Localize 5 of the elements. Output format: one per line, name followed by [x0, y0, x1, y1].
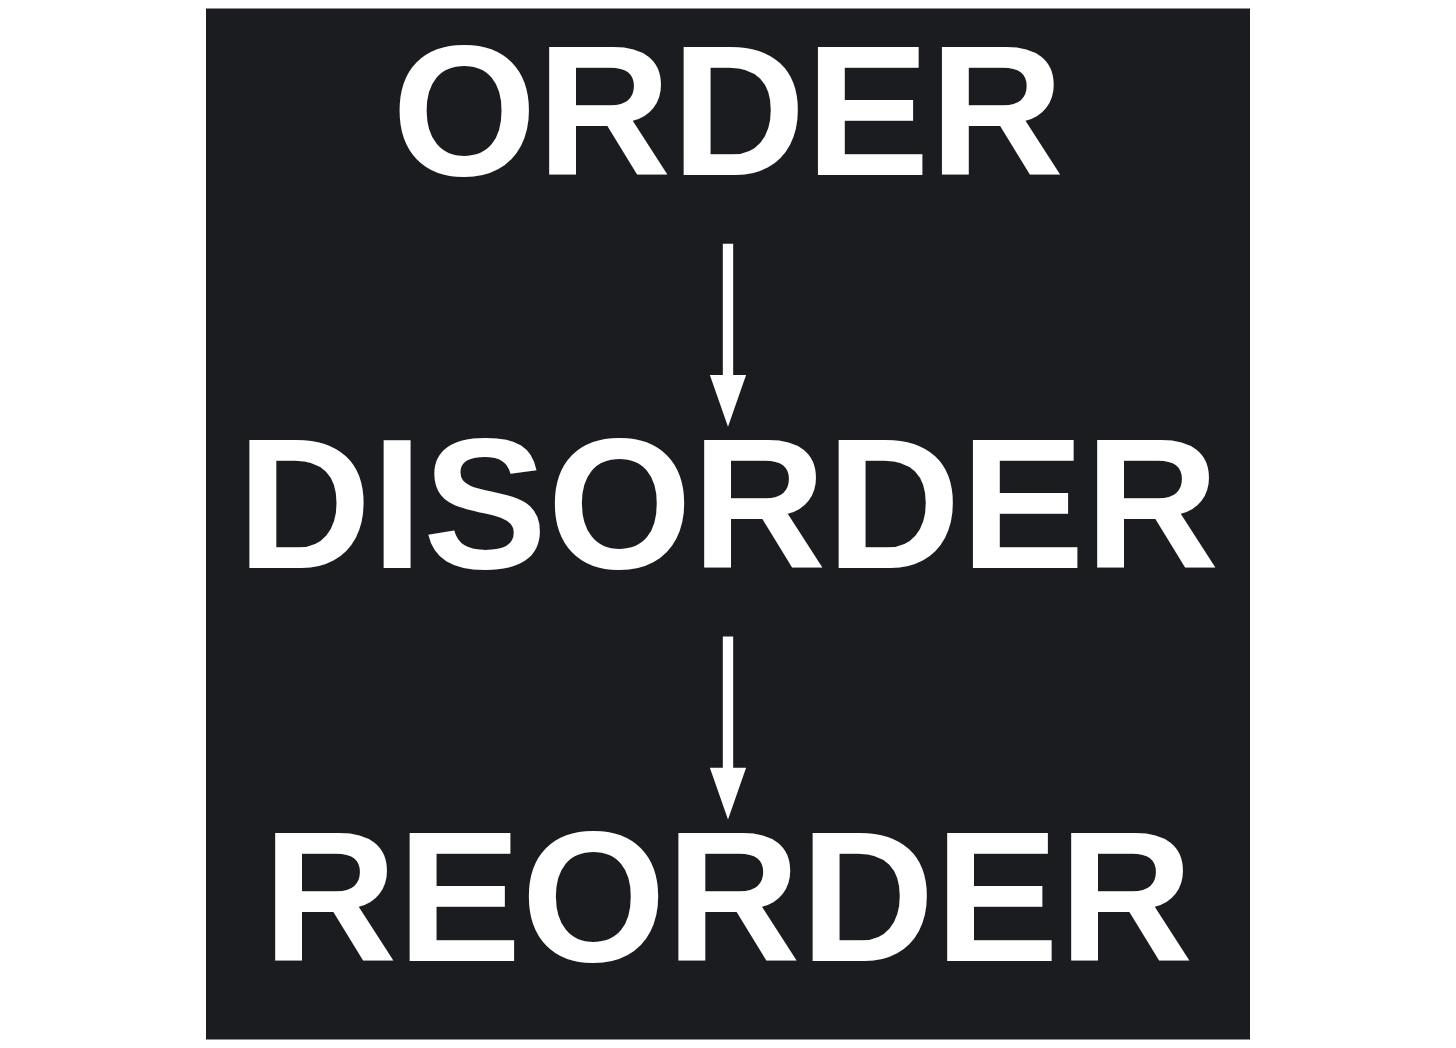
- node-text: ORDER: [392, 7, 1064, 215]
- node-text: REORDER: [262, 792, 1194, 1000]
- arrow: [709, 636, 747, 820]
- node-text: DISORDER: [237, 400, 1220, 608]
- arrow: [709, 243, 747, 427]
